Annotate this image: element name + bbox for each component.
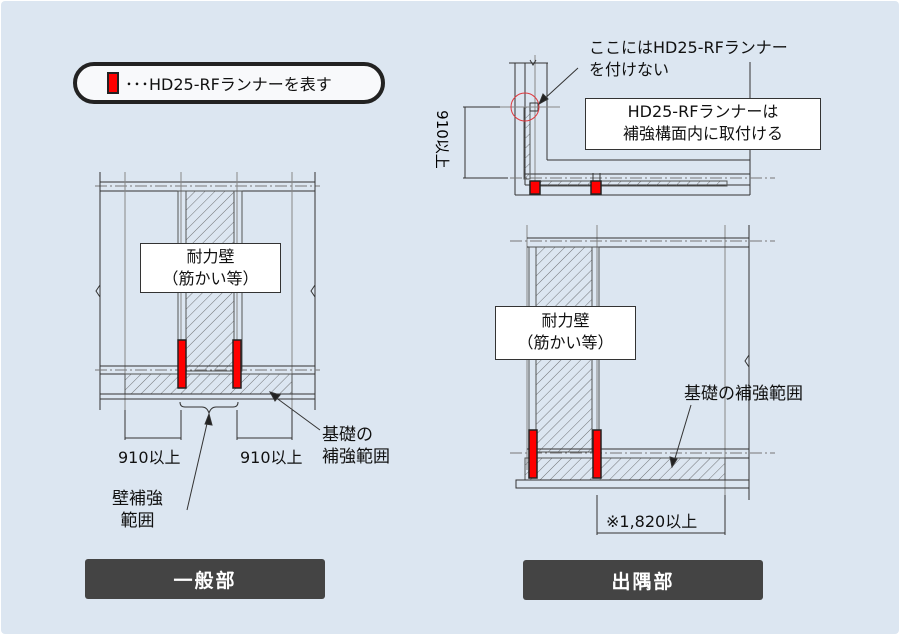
general-wall-label: 耐力壁 （筋かい等）	[140, 243, 281, 293]
general-section-button[interactable]: 一般部	[85, 559, 325, 599]
runner-left	[177, 339, 187, 389]
corner-elevation	[510, 225, 775, 535]
foundation-line2: 補強範囲	[322, 447, 390, 467]
corner-vertical-dim: 910以上	[432, 110, 451, 169]
corner-plan-detail	[463, 55, 775, 196]
foundation-line1: 基礎の	[322, 425, 373, 445]
wall-label-line1: 耐力壁	[186, 247, 235, 266]
corner-note-line2: を付けない	[589, 60, 670, 79]
runner-right	[232, 339, 242, 389]
corner-dim-bottom: ※1,820以上	[606, 512, 698, 531]
general-foundation-label: 基礎の 補強範囲	[322, 424, 390, 468]
corner-foundation-label: 基礎の補強範囲	[684, 384, 803, 404]
corner-wall-line1: 耐力壁	[541, 311, 590, 330]
wall-range-line2: 範囲	[120, 511, 155, 531]
runner-inner	[590, 180, 602, 195]
corner-note-line1: ここにはHD25-RFランナー	[589, 38, 788, 57]
corner-section-button[interactable]: 出隅部	[523, 560, 763, 600]
corner-wall-label: 耐力壁 （筋かい等）	[495, 306, 636, 360]
runner-swatch-icon	[107, 72, 119, 94]
general-wall-range-label: 壁補強 範囲	[112, 488, 163, 532]
no-runner-circle	[510, 92, 540, 122]
legend-text: ･･･HD25-RFランナーを表す	[125, 75, 332, 94]
wall-label-line2: （筋かい等）	[162, 269, 259, 288]
wall-range-line1: 壁補強	[112, 489, 163, 509]
general-dim-right: 910以上	[240, 448, 303, 467]
runner-elev-right	[592, 429, 602, 479]
corner-box-line1: HD25-RFランナーは	[627, 102, 779, 121]
corner-wall-line2: （筋かい等）	[517, 333, 614, 352]
corner-note: ここにはHD25-RFランナー を付けない	[589, 37, 788, 81]
runner-corner	[529, 180, 541, 195]
runner-elev-left	[528, 429, 538, 479]
corner-box-line2: 補強構面内に取付ける	[622, 124, 783, 143]
general-dim-left: 910以上	[118, 448, 181, 467]
legend: ･･･HD25-RFランナーを表す	[73, 62, 385, 104]
corner-info-box: HD25-RFランナーは 補強構面内に取付ける	[585, 98, 821, 150]
